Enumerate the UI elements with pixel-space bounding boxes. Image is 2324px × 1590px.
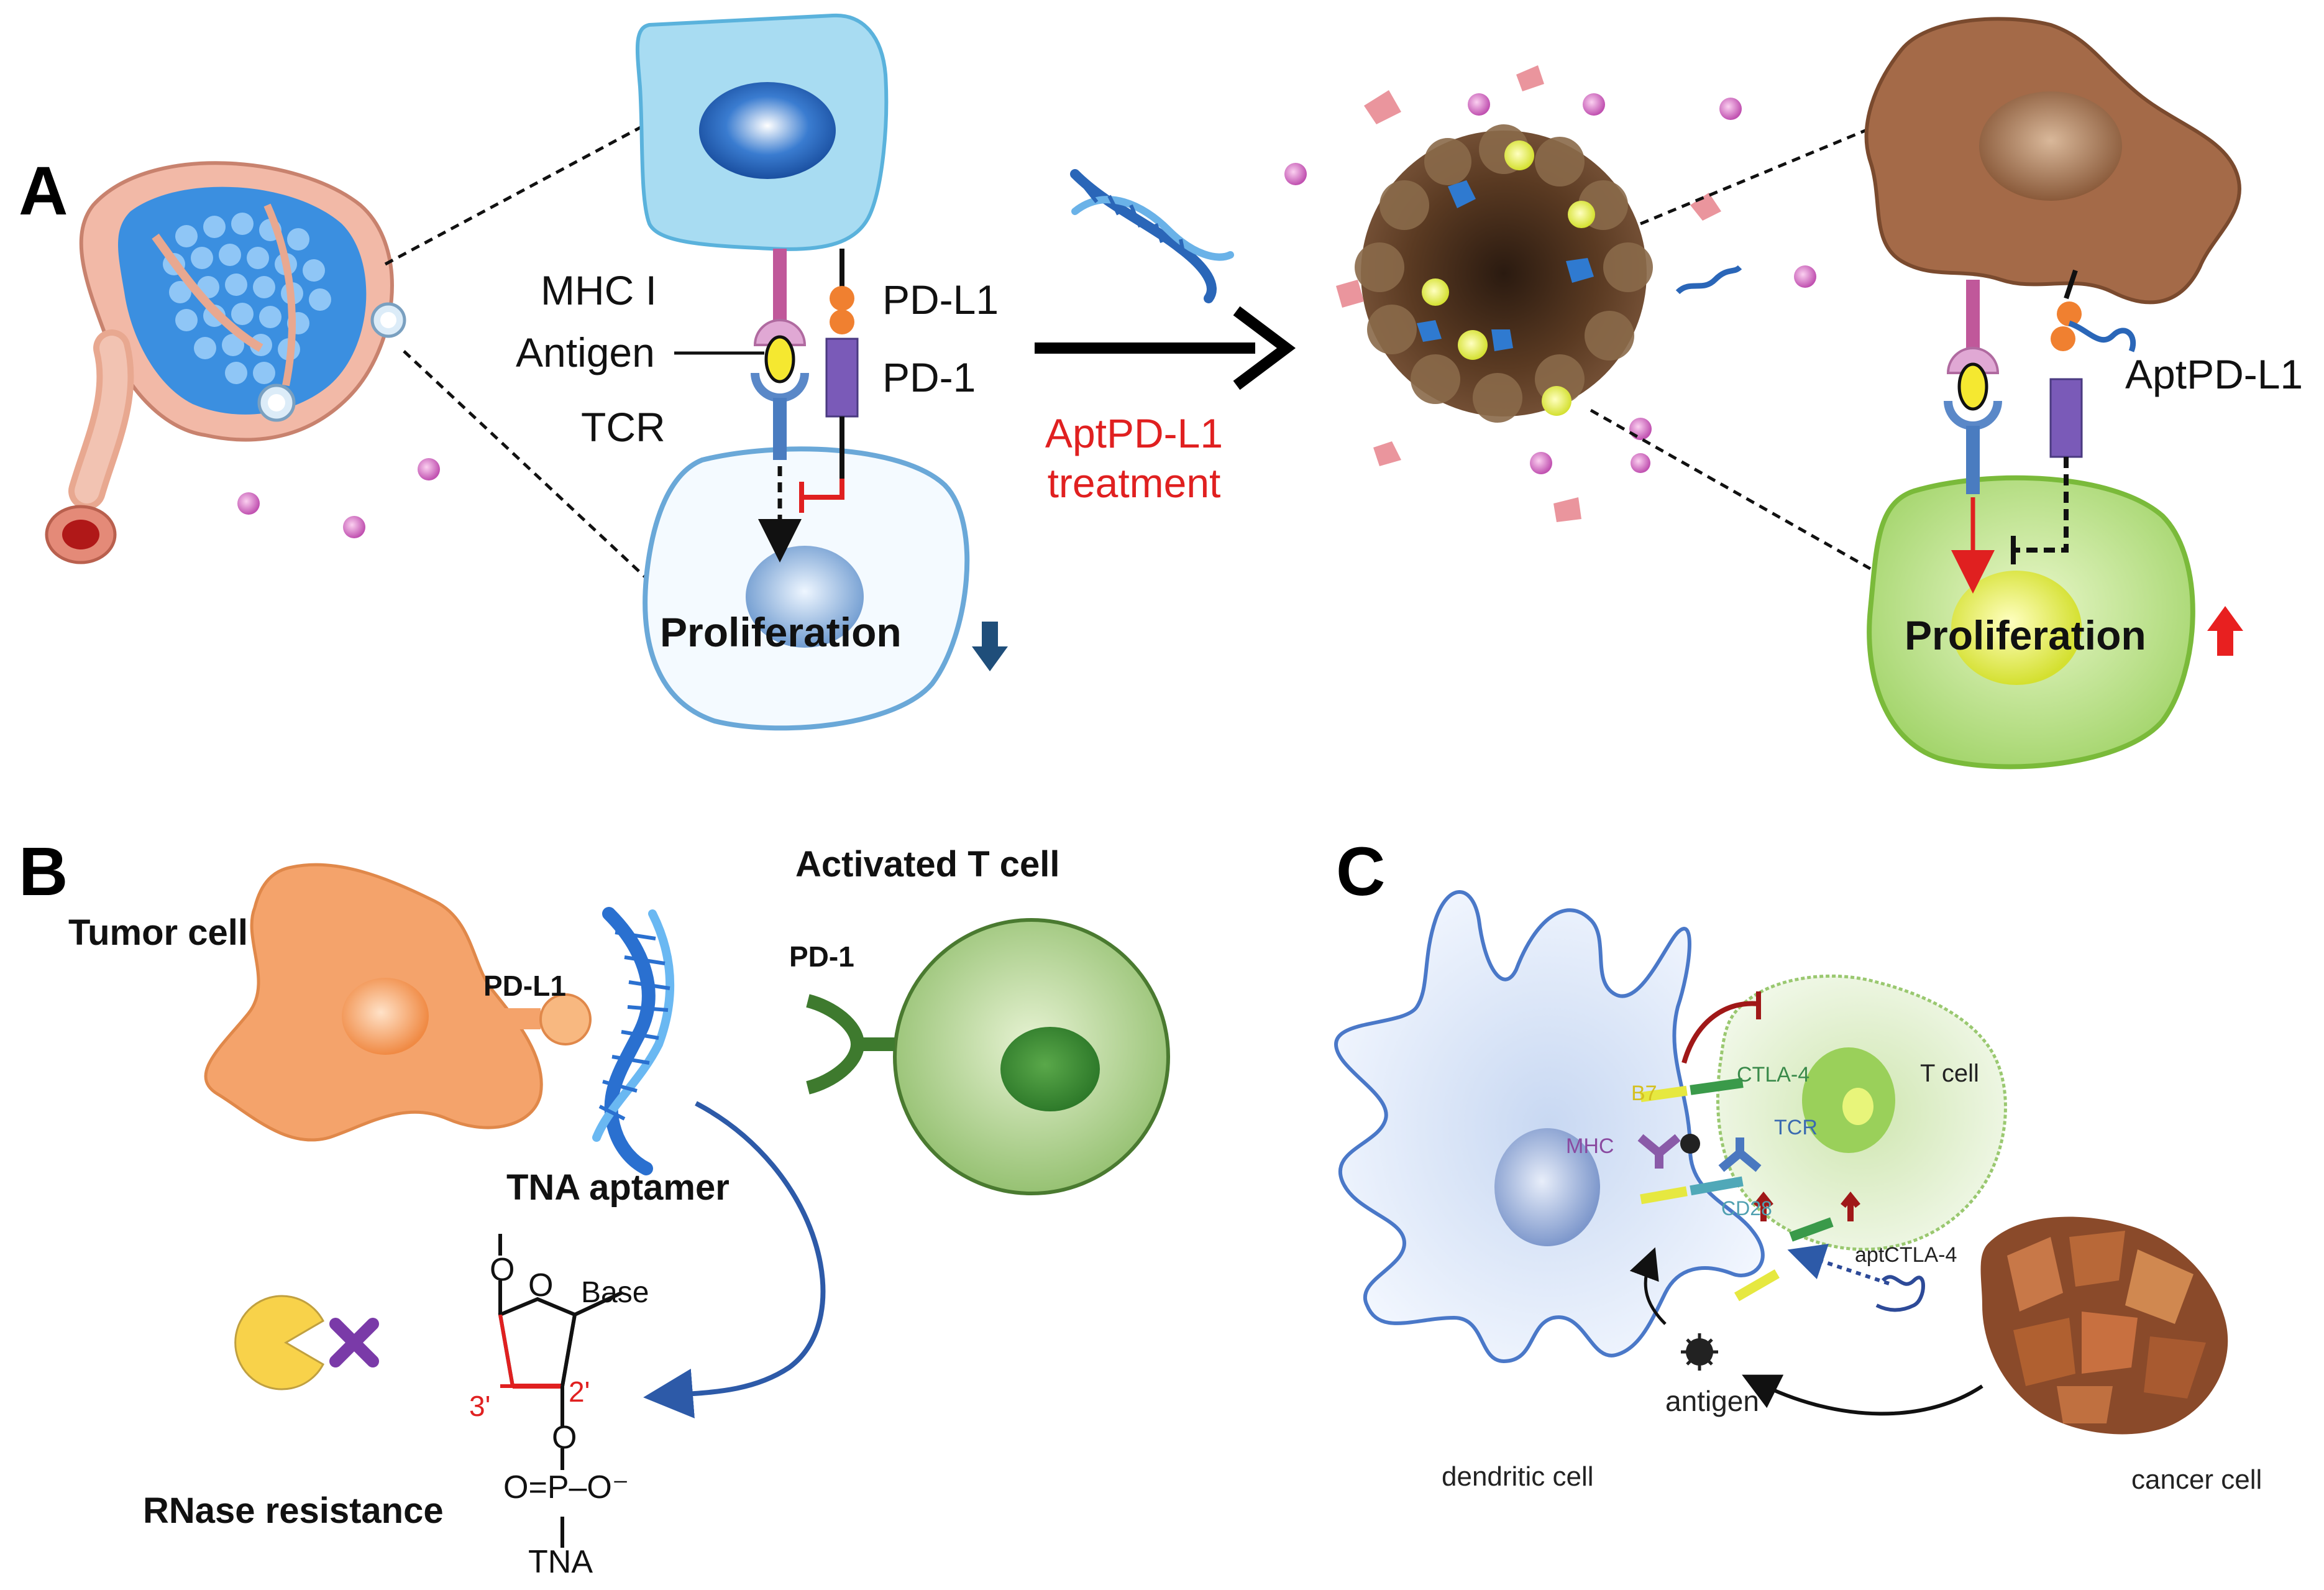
tumor-cell-orange xyxy=(204,863,592,1142)
label-tumor-cell: Tumor cell xyxy=(68,912,248,953)
cancer-cell-cluster xyxy=(1980,1216,2228,1435)
label-mhc-i: MHC I xyxy=(541,267,657,313)
receptor-mhc-tcr-left xyxy=(751,249,809,563)
tumor-spheroid xyxy=(1284,65,1816,522)
label-3-prime: 3' xyxy=(469,1390,490,1422)
label-tna: TNA xyxy=(528,1544,593,1580)
antigen-particle xyxy=(1681,1333,1718,1371)
orange-cell-nucleus xyxy=(342,978,429,1055)
label-tcr: TCR xyxy=(581,404,666,450)
label-ctla-4: CTLA-4 xyxy=(1737,1063,1809,1087)
zoom-line-top xyxy=(384,122,647,266)
label-pd-l1-b: PD-L1 xyxy=(483,970,566,1002)
panel-label-c: C xyxy=(1336,834,1385,910)
label-o-ring: O xyxy=(528,1267,553,1303)
activated-t-cell-b xyxy=(806,918,1170,1195)
label-pd-l1: PD-L1 xyxy=(882,277,999,323)
label-2-prime: 2' xyxy=(569,1376,590,1408)
label-tna-aptamer: TNA aptamer xyxy=(506,1167,730,1208)
curved-arrow-b xyxy=(643,1101,826,1418)
label-treatment-line2: treatment xyxy=(1048,460,1221,506)
tumor-tissue-illustration xyxy=(45,161,406,564)
rnase-pacman-icon xyxy=(234,1295,379,1390)
label-o-bottom: O xyxy=(552,1420,577,1456)
label-proliferation-right: Proliferation xyxy=(1905,612,2146,658)
label-activated-t-cell: Activated T cell xyxy=(795,844,1059,885)
label-rnase-resistance: RNase resistance xyxy=(143,1491,444,1531)
aptamer-near-spheroid xyxy=(1675,265,1742,295)
up-arrow-icon xyxy=(2207,606,2243,656)
label-antigen: Antigen xyxy=(516,329,655,375)
label-aptctla-4: aptCTLA-4 xyxy=(1855,1243,1957,1267)
label-dendritic-cell: dendritic cell xyxy=(1442,1461,1594,1492)
cytokine-dots-right xyxy=(1284,93,1816,474)
dna-aptamer-icon xyxy=(1070,169,1234,303)
zoom-line-bottom-right xyxy=(1590,408,1872,571)
t-cell-activated xyxy=(1867,475,2195,770)
dendritic-cell xyxy=(1334,890,1765,1364)
label-tcr-c: TCR xyxy=(1774,1116,1818,1139)
receptor-pdl1-pd1-left xyxy=(799,249,859,513)
tna-aptamer-helix xyxy=(592,907,675,1175)
panel-label-a: A xyxy=(19,153,68,229)
label-pd-1-b: PD-1 xyxy=(789,940,854,973)
label-t-cell-c: T cell xyxy=(1920,1060,1979,1087)
label-aptpd-l1-right: AptPD-L1 xyxy=(2125,351,2303,397)
panel-label-b: B xyxy=(19,834,68,910)
zoom-line-bottom xyxy=(403,350,647,579)
synapse-receptors xyxy=(1629,991,1925,1325)
label-proliferation-left: Proliferation xyxy=(660,609,902,655)
cancer-to-antigen-arrow xyxy=(1742,1374,1983,1416)
zoom-line-top-right xyxy=(1640,116,1896,226)
label-treatment-line1: AptPD-L1 xyxy=(1045,410,1223,456)
tumor-cell-blue xyxy=(635,13,889,251)
activated-t-cell-nucleus xyxy=(1951,571,2082,685)
brown-cell-nucleus xyxy=(1979,91,2122,201)
label-mhc-c: MHC xyxy=(1566,1134,1614,1158)
tumor-cell-nucleus xyxy=(699,82,836,179)
t-cell-nucleus xyxy=(746,546,864,648)
receptors-right xyxy=(1944,269,2136,594)
down-arrow-icon xyxy=(972,622,1008,671)
label-phosphate: O=P–O⁻ xyxy=(503,1469,629,1505)
t-cell-b-nucleus xyxy=(1000,1027,1100,1111)
label-cd28: CD28 xyxy=(1721,1197,1772,1220)
label-antigen-c: antigen xyxy=(1665,1385,1759,1417)
label-cancer-cell: cancer cell xyxy=(2131,1464,2262,1495)
tna-chemical-structure xyxy=(498,1234,623,1548)
t-cell-inhibited xyxy=(643,446,970,731)
cytokine-dots-left xyxy=(237,458,440,538)
label-pd-1: PD-1 xyxy=(882,354,976,400)
treatment-arrow-head xyxy=(1233,306,1296,390)
t-cell-c xyxy=(1716,974,2007,1251)
label-b7: B7 xyxy=(1631,1082,1657,1105)
tumor-cell-brown xyxy=(1864,17,2242,305)
label-o-top: O xyxy=(490,1252,515,1288)
label-base: Base xyxy=(581,1276,649,1309)
dendritic-nucleus xyxy=(1494,1128,1600,1246)
